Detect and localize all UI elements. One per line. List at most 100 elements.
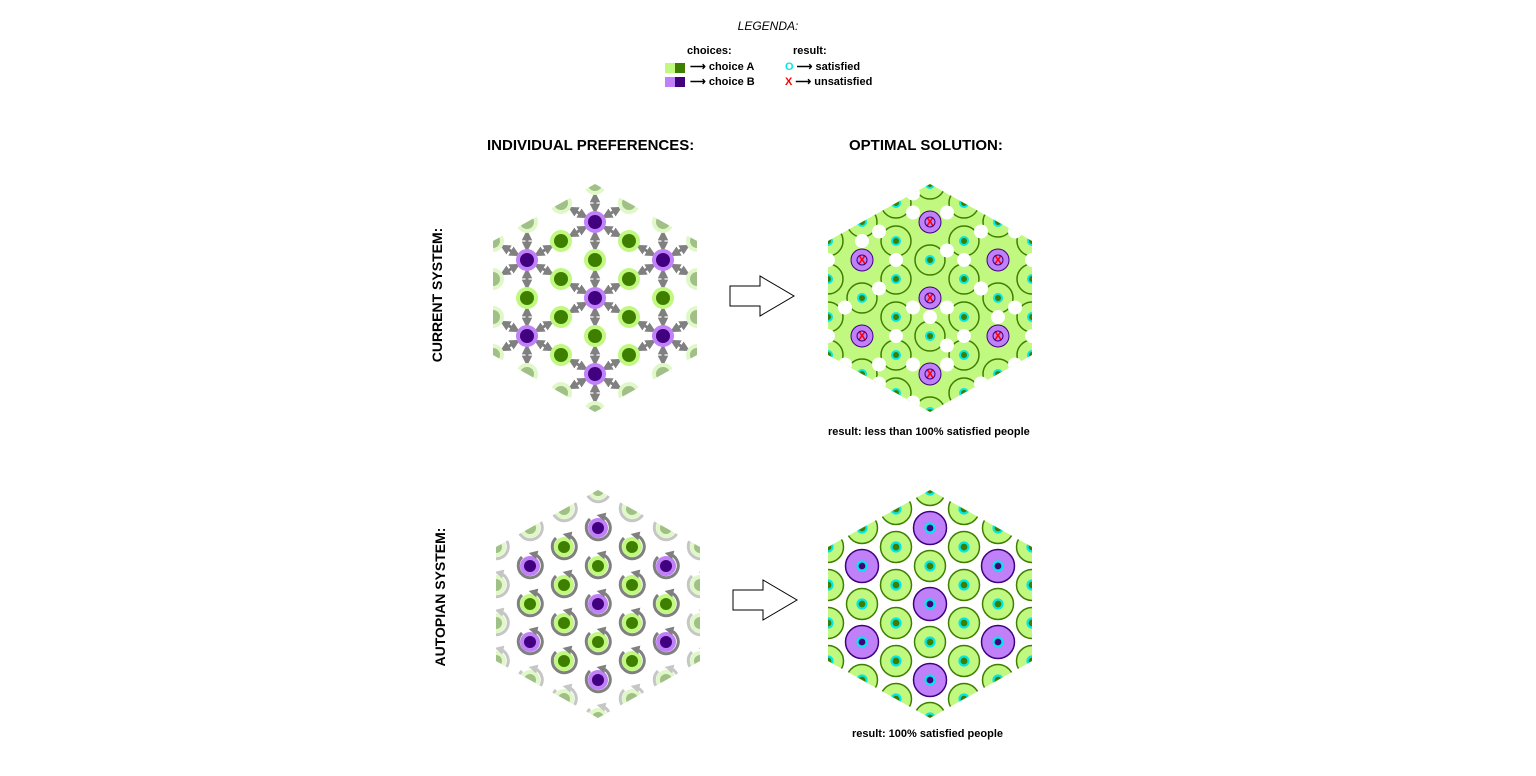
gap xyxy=(940,243,954,258)
choice-a-zone xyxy=(1016,263,1032,295)
satisfied-mark-icon xyxy=(891,350,901,360)
gap xyxy=(889,253,903,267)
gap xyxy=(872,376,886,391)
rotation-arrow-icon xyxy=(516,626,544,656)
person-core xyxy=(588,253,602,267)
person-core xyxy=(622,272,636,286)
person-core xyxy=(496,655,502,667)
satisfied-mark-icon xyxy=(828,236,833,246)
rotation-arrow-icon xyxy=(584,550,612,580)
preference-arrow xyxy=(601,358,623,371)
person-core xyxy=(588,184,602,191)
satisfied-mark-icon xyxy=(828,312,833,322)
gap xyxy=(906,300,920,315)
gap xyxy=(906,186,920,201)
person-core xyxy=(924,368,936,380)
choice-a-person xyxy=(584,401,606,412)
satisfied-mark-icon xyxy=(1027,350,1032,360)
unsatisfied-mark-icon: X xyxy=(785,76,793,88)
gap xyxy=(1025,329,1032,343)
choice-a-zone xyxy=(828,568,845,602)
legend-choice-a: ⟶ choice A xyxy=(690,60,754,73)
person-core xyxy=(626,541,638,553)
satisfied-mark-icon xyxy=(856,560,868,572)
preference-arrow xyxy=(499,320,521,333)
preference-arrow xyxy=(601,225,623,238)
satisfied-mark-icon xyxy=(958,541,970,553)
satisfied-mark-icon xyxy=(959,350,969,360)
person-core xyxy=(524,522,536,534)
person-core xyxy=(626,617,638,629)
gap xyxy=(940,300,954,315)
choice-a-person xyxy=(690,613,700,633)
satisfied-mark-icon xyxy=(959,236,969,246)
gap xyxy=(872,357,886,372)
legend-satisfied: O ⟶ satisfied xyxy=(785,60,860,73)
arrow-icon: ⟶ xyxy=(690,76,706,88)
choice-a-person xyxy=(584,184,606,195)
choice-a-person xyxy=(496,575,506,595)
person-core xyxy=(656,215,670,229)
preference-arrow xyxy=(533,244,555,257)
person-core xyxy=(660,522,672,534)
person-core xyxy=(690,234,697,248)
person-core xyxy=(690,272,697,286)
satisfied-mark-icon xyxy=(959,312,969,322)
satisfied-mark-icon xyxy=(891,198,901,208)
arrow-icon: ⟶ xyxy=(690,61,706,73)
unsatisfied-label: unsatisfied xyxy=(814,76,873,88)
satisfied-mark-icon xyxy=(891,274,901,284)
person-core xyxy=(493,348,500,362)
satisfied-mark-icon xyxy=(856,598,868,610)
unsatisfied-mark-icon: X xyxy=(926,291,934,305)
rotation-arrow-icon xyxy=(652,626,680,656)
person-core xyxy=(520,291,534,305)
person-core xyxy=(588,329,602,343)
person-core xyxy=(524,598,536,610)
gap xyxy=(872,224,886,239)
satisfied-mark-icon xyxy=(924,598,936,610)
rotation-arrow-icon xyxy=(584,588,612,618)
gap xyxy=(906,205,920,220)
choice-b-light-swatch xyxy=(665,77,675,87)
person-core xyxy=(520,253,534,267)
choice-a-zone xyxy=(828,606,845,640)
satisfied-mark-icon xyxy=(891,236,901,246)
gap xyxy=(991,310,1005,324)
preference-arrow xyxy=(567,301,589,314)
person-core xyxy=(656,291,670,305)
gap xyxy=(940,338,954,353)
person-core xyxy=(524,560,536,572)
gap xyxy=(1042,282,1056,296)
rotation-arrow-icon xyxy=(516,550,544,580)
rotation-arrow-icon xyxy=(550,531,578,561)
unsatisfied-mark-icon: X xyxy=(858,253,866,267)
choice-a-person xyxy=(686,306,697,328)
preference-arrow xyxy=(499,244,521,257)
preference-arrow xyxy=(567,206,589,219)
satisfied-mark-icon xyxy=(925,407,935,412)
gap xyxy=(940,357,954,372)
gap xyxy=(872,281,886,296)
satisfied-mark-icon xyxy=(828,541,834,553)
choice-a-zone xyxy=(828,301,844,333)
satisfied-mark-icon xyxy=(959,388,969,398)
person-core xyxy=(694,541,700,553)
gap xyxy=(923,310,937,324)
person-core xyxy=(626,693,638,705)
choice-a-person xyxy=(496,613,506,633)
satisfied-mark-icon xyxy=(891,388,901,398)
person-core xyxy=(694,655,700,667)
person-core xyxy=(660,636,672,648)
rotation-arrow-icon xyxy=(516,588,544,618)
person-core xyxy=(592,522,604,534)
satisfied-mark-icon xyxy=(925,255,935,265)
satisfied-mark-icon xyxy=(925,184,935,189)
satisfied-mark-icon xyxy=(958,655,970,667)
unsatisfied-mark-icon: X xyxy=(926,367,934,381)
gap xyxy=(974,281,988,296)
satisfied-mark-icon xyxy=(1027,312,1032,322)
satisfied-mark-icon xyxy=(1026,655,1032,667)
